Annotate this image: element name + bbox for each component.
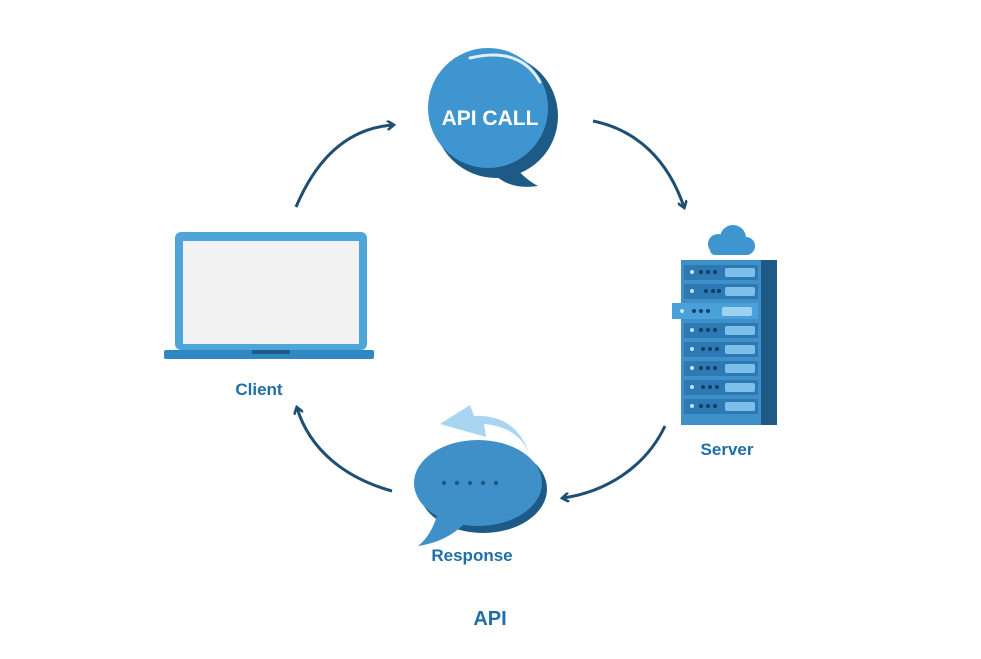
cloud-icon [708, 225, 755, 255]
diagram-title: API [473, 608, 506, 630]
arrow-response-to-client [297, 408, 393, 493]
server-rack-side [760, 260, 777, 425]
laptop-icon [164, 232, 374, 359]
laptop-notch [252, 350, 290, 354]
arrow-client-to-api-call [294, 125, 393, 208]
laptop-base [164, 350, 374, 359]
client-label: Client [235, 380, 283, 399]
arrow-server-to-response [563, 425, 667, 498]
arrow-api-call-to-server [592, 119, 684, 207]
response-bubble-face [414, 440, 542, 526]
api-call-bubble-highlight [468, 53, 542, 84]
api-call-label: API CALL [442, 107, 539, 130]
api-call-bubble-tail [486, 164, 538, 187]
response-label: Response [431, 546, 512, 565]
laptop-screen [183, 241, 359, 344]
api-call-bubble-face [428, 48, 548, 168]
server-slots [672, 265, 758, 414]
api-call-bubble: API CALL [428, 48, 558, 187]
reply-arrow-icon [440, 405, 533, 470]
response-dots [441, 480, 499, 486]
response-bubble [414, 405, 547, 546]
server-icon [672, 225, 777, 425]
server-label: Server [701, 440, 754, 459]
